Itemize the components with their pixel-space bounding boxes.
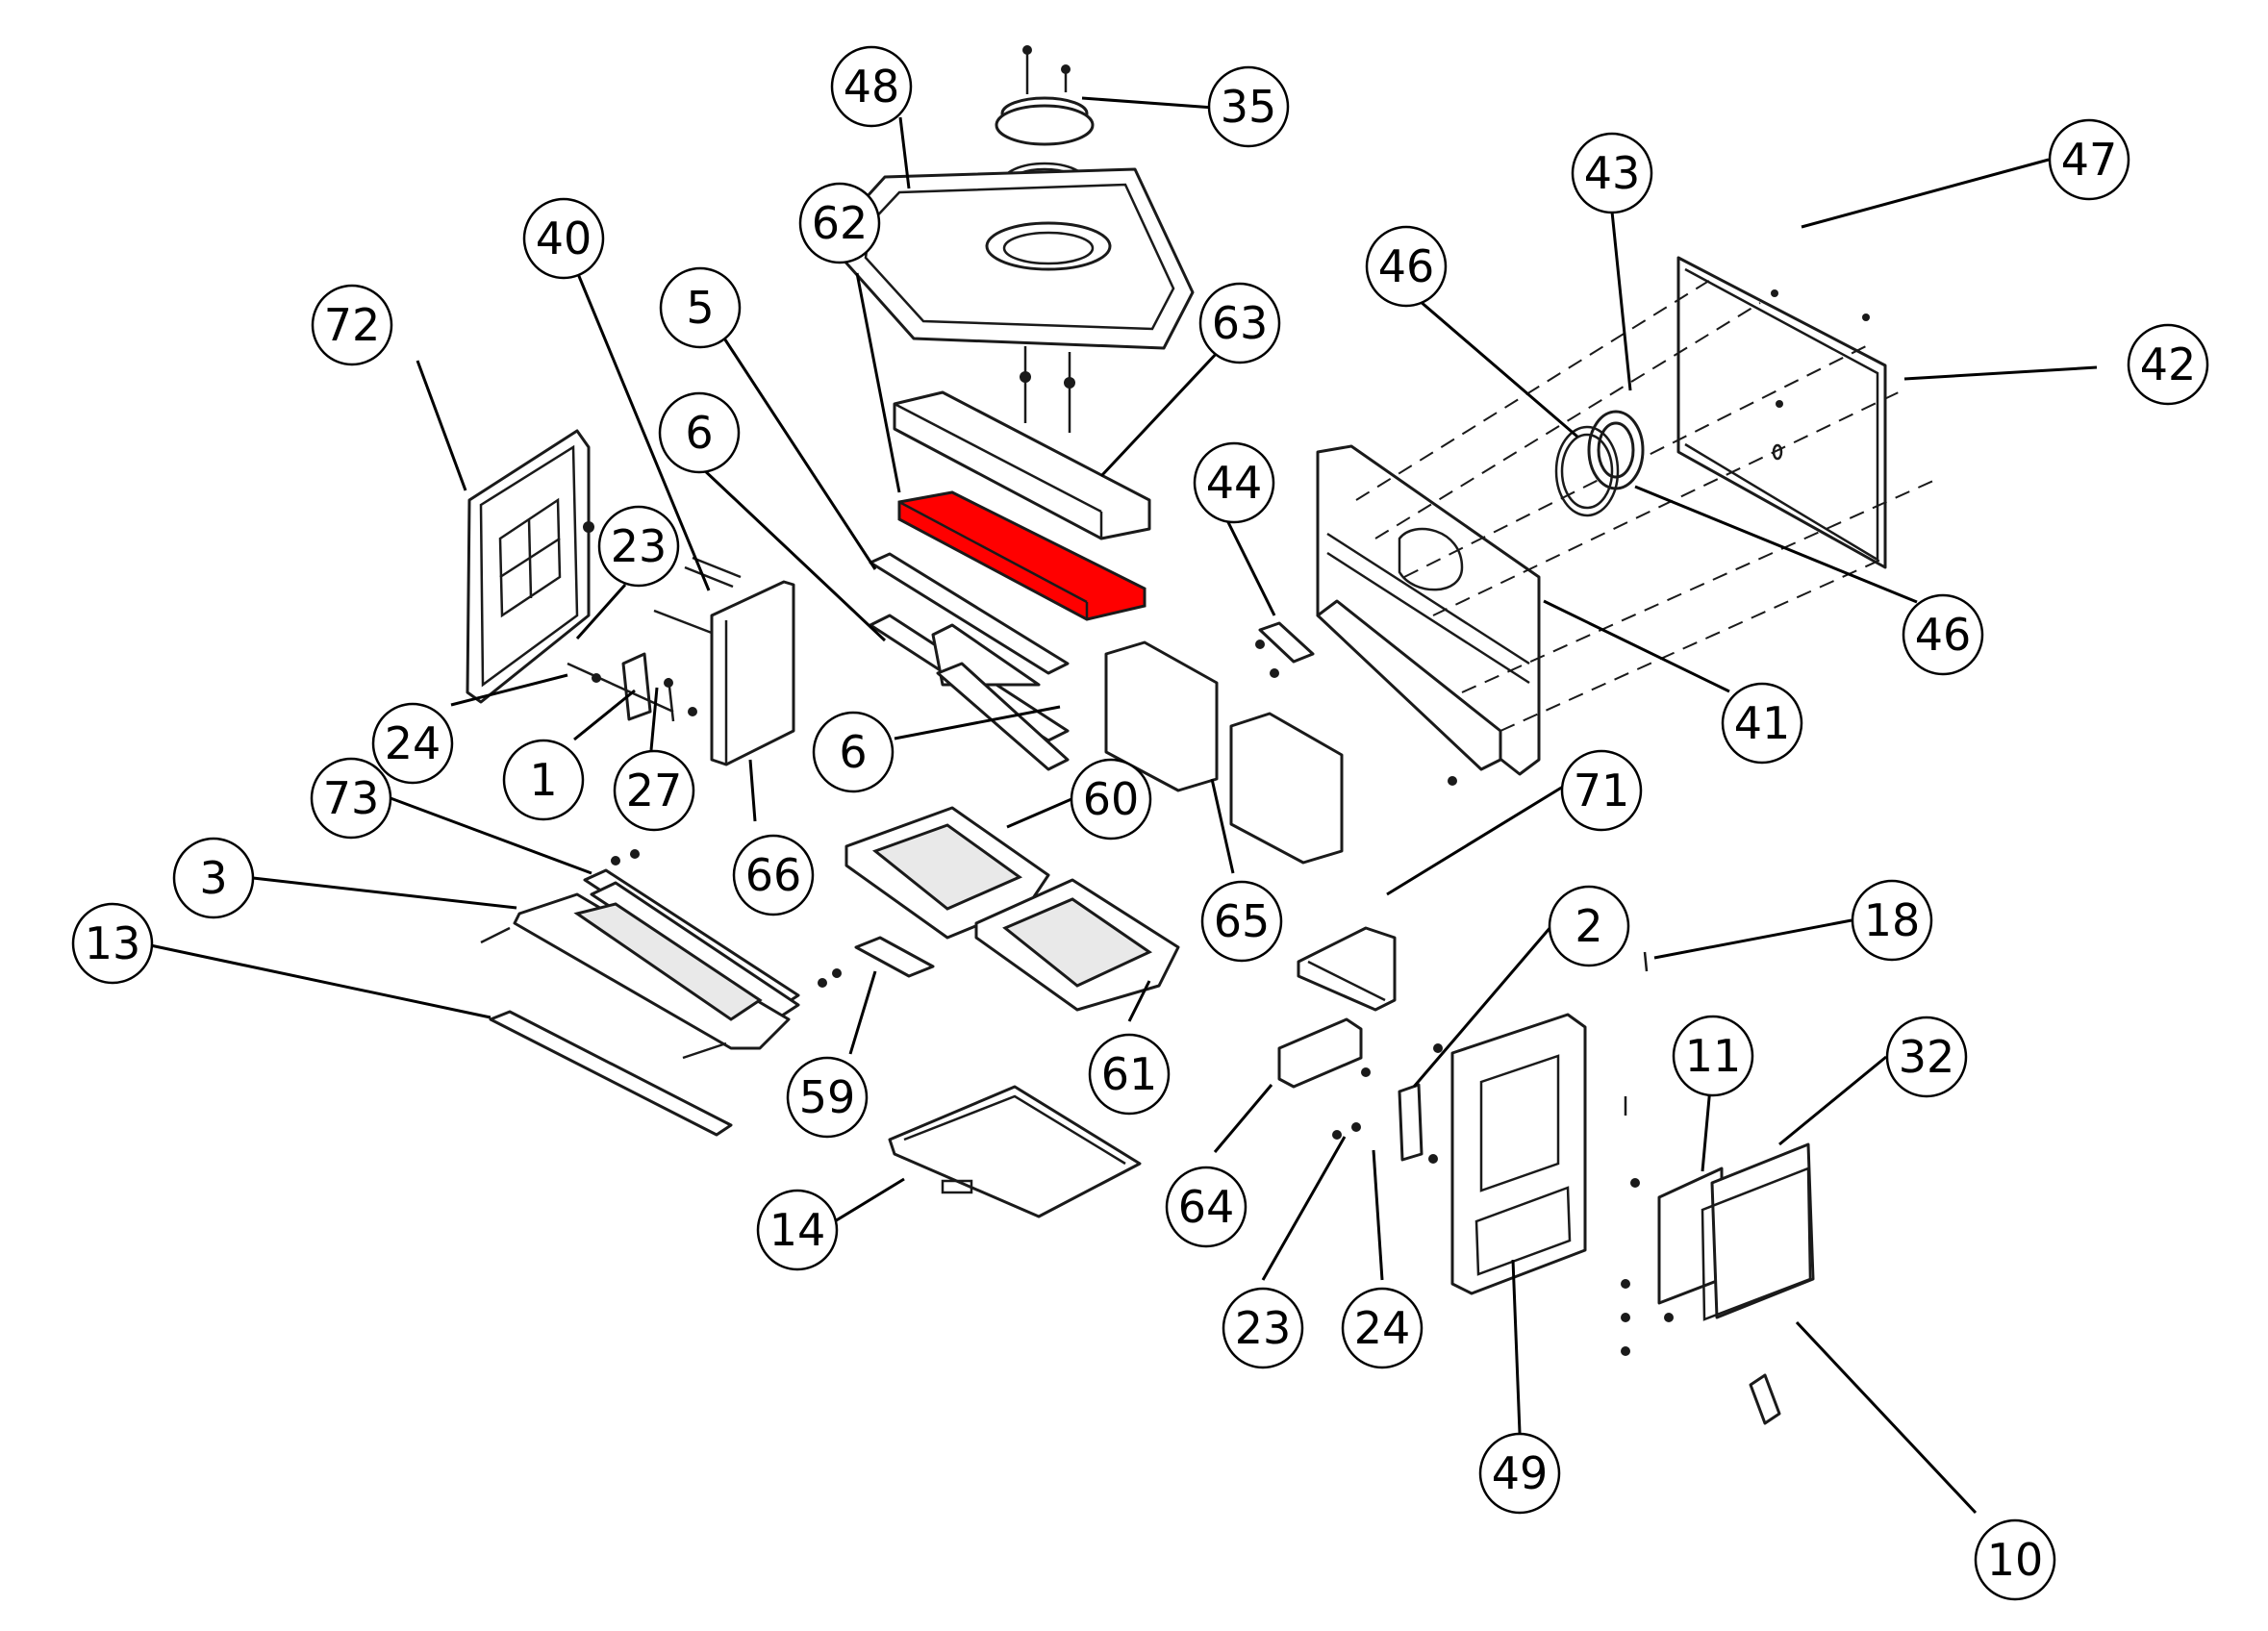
svg-text:44: 44: [1206, 457, 1263, 509]
callout-72: 72: [311, 284, 393, 366]
baffle-brick-highlight: [897, 490, 1147, 621]
callout-44: 44: [1193, 441, 1275, 524]
part-grates: [844, 806, 1180, 1012]
svg-text:73: 73: [323, 772, 380, 824]
part-front-rail-assembly: [480, 849, 842, 1137]
svg-text:63: 63: [1212, 297, 1269, 349]
part-small-plate: [854, 936, 935, 978]
part-front-frame: [1332, 1013, 1627, 1295]
part-top-plate: [840, 167, 1195, 433]
callout-14: 14: [756, 1189, 839, 1271]
callout-71: 71: [1560, 749, 1643, 832]
svg-text:1: 1: [529, 754, 557, 806]
svg-text:27: 27: [626, 765, 683, 816]
svg-text:6: 6: [685, 407, 713, 459]
callout-65: 65: [1200, 880, 1283, 963]
part-pin: [1643, 951, 1649, 972]
part-rear-spigot: [1554, 410, 1645, 517]
callout-48: 48: [830, 45, 913, 128]
part-back-bricks: [1104, 640, 1344, 865]
svg-text:40: 40: [536, 213, 592, 264]
part-baffle-brick-highlighted: [897, 490, 1147, 621]
svg-text:32: 32: [1899, 1031, 1955, 1083]
callout-3: 3: [172, 837, 255, 919]
callout-47: 47: [2048, 118, 2130, 201]
svg-text:23: 23: [611, 520, 668, 572]
svg-text:43: 43: [1584, 147, 1641, 199]
callout-24-right: 24: [1341, 1287, 1424, 1369]
callout-43: 43: [1571, 132, 1653, 214]
svg-text:62: 62: [812, 197, 869, 249]
svg-text:41: 41: [1734, 697, 1791, 749]
callout-23-right: 23: [1222, 1287, 1304, 1369]
svg-text:60: 60: [1083, 773, 1140, 825]
callout-60: 60: [1070, 758, 1152, 841]
callout-41: 41: [1721, 682, 1803, 765]
svg-text:6: 6: [839, 726, 867, 778]
callout-10: 10: [1974, 1518, 2056, 1601]
callout-59: 59: [786, 1056, 869, 1139]
part-back-panel: [1255, 444, 1541, 786]
callout-35: 35: [1207, 65, 1290, 148]
callout-11: 11: [1672, 1015, 1754, 1097]
svg-text:14: 14: [769, 1204, 826, 1256]
svg-text:46: 46: [1915, 609, 1972, 661]
part-top-brick: [893, 390, 1151, 540]
callout-1: 1: [502, 739, 585, 821]
part-door-assembly: [1621, 1142, 1815, 1425]
callout-64: 64: [1165, 1166, 1247, 1248]
callout-46-bottom: 46: [1902, 593, 1984, 676]
part-left-hinge-hardware: [567, 652, 697, 722]
svg-text:66: 66: [745, 849, 802, 901]
part-side-brick: [653, 556, 795, 766]
callout-6-top: 6: [658, 391, 741, 474]
svg-text:3: 3: [199, 852, 227, 904]
callout-40: 40: [522, 197, 605, 280]
callout-5: 5: [659, 266, 742, 349]
callout-2: 2: [1548, 885, 1630, 967]
callout-63: 63: [1198, 282, 1281, 364]
svg-text:13: 13: [85, 917, 141, 969]
callout-73: 73: [310, 757, 392, 840]
svg-text:47: 47: [2061, 134, 2118, 186]
callout-66: 66: [732, 834, 815, 916]
callout-18: 18: [1851, 879, 1933, 962]
callout-32: 32: [1885, 1016, 1968, 1098]
svg-text:61: 61: [1101, 1048, 1158, 1100]
callout-61: 61: [1088, 1033, 1171, 1116]
callout-49: 49: [1478, 1432, 1561, 1515]
svg-text:48: 48: [844, 61, 900, 113]
callout-13: 13: [71, 902, 154, 985]
callout-24-left: 24: [371, 702, 454, 785]
callout-62: 62: [798, 182, 881, 264]
svg-text:49: 49: [1492, 1447, 1549, 1499]
callout-46-top: 46: [1365, 225, 1448, 308]
svg-text:35: 35: [1221, 81, 1277, 133]
callout-27: 27: [613, 749, 695, 832]
svg-text:11: 11: [1685, 1030, 1742, 1082]
part-left-side-panel: [466, 429, 594, 704]
part-small-brick: [1277, 1017, 1363, 1089]
svg-text:72: 72: [324, 299, 381, 351]
callout-23-left: 23: [597, 505, 680, 588]
callout-6-bottom: 6: [812, 711, 895, 793]
svg-text:24: 24: [385, 717, 441, 769]
part-front-bracket: [1297, 926, 1397, 1012]
svg-text:64: 64: [1178, 1181, 1235, 1233]
svg-text:5: 5: [686, 282, 714, 334]
svg-text:59: 59: [799, 1071, 856, 1123]
svg-text:24: 24: [1354, 1302, 1411, 1354]
part-throat-plate: [1258, 621, 1315, 664]
svg-text:10: 10: [1987, 1534, 2044, 1586]
part-ash-pan: [888, 1085, 1142, 1218]
svg-text:2: 2: [1575, 900, 1602, 952]
svg-text:46: 46: [1378, 240, 1435, 292]
svg-text:18: 18: [1864, 894, 1921, 946]
callout-42: 42: [2127, 323, 2209, 406]
svg-text:23: 23: [1235, 1302, 1292, 1354]
svg-text:65: 65: [1214, 895, 1271, 947]
svg-text:71: 71: [1574, 765, 1630, 816]
svg-text:42: 42: [2140, 339, 2197, 390]
